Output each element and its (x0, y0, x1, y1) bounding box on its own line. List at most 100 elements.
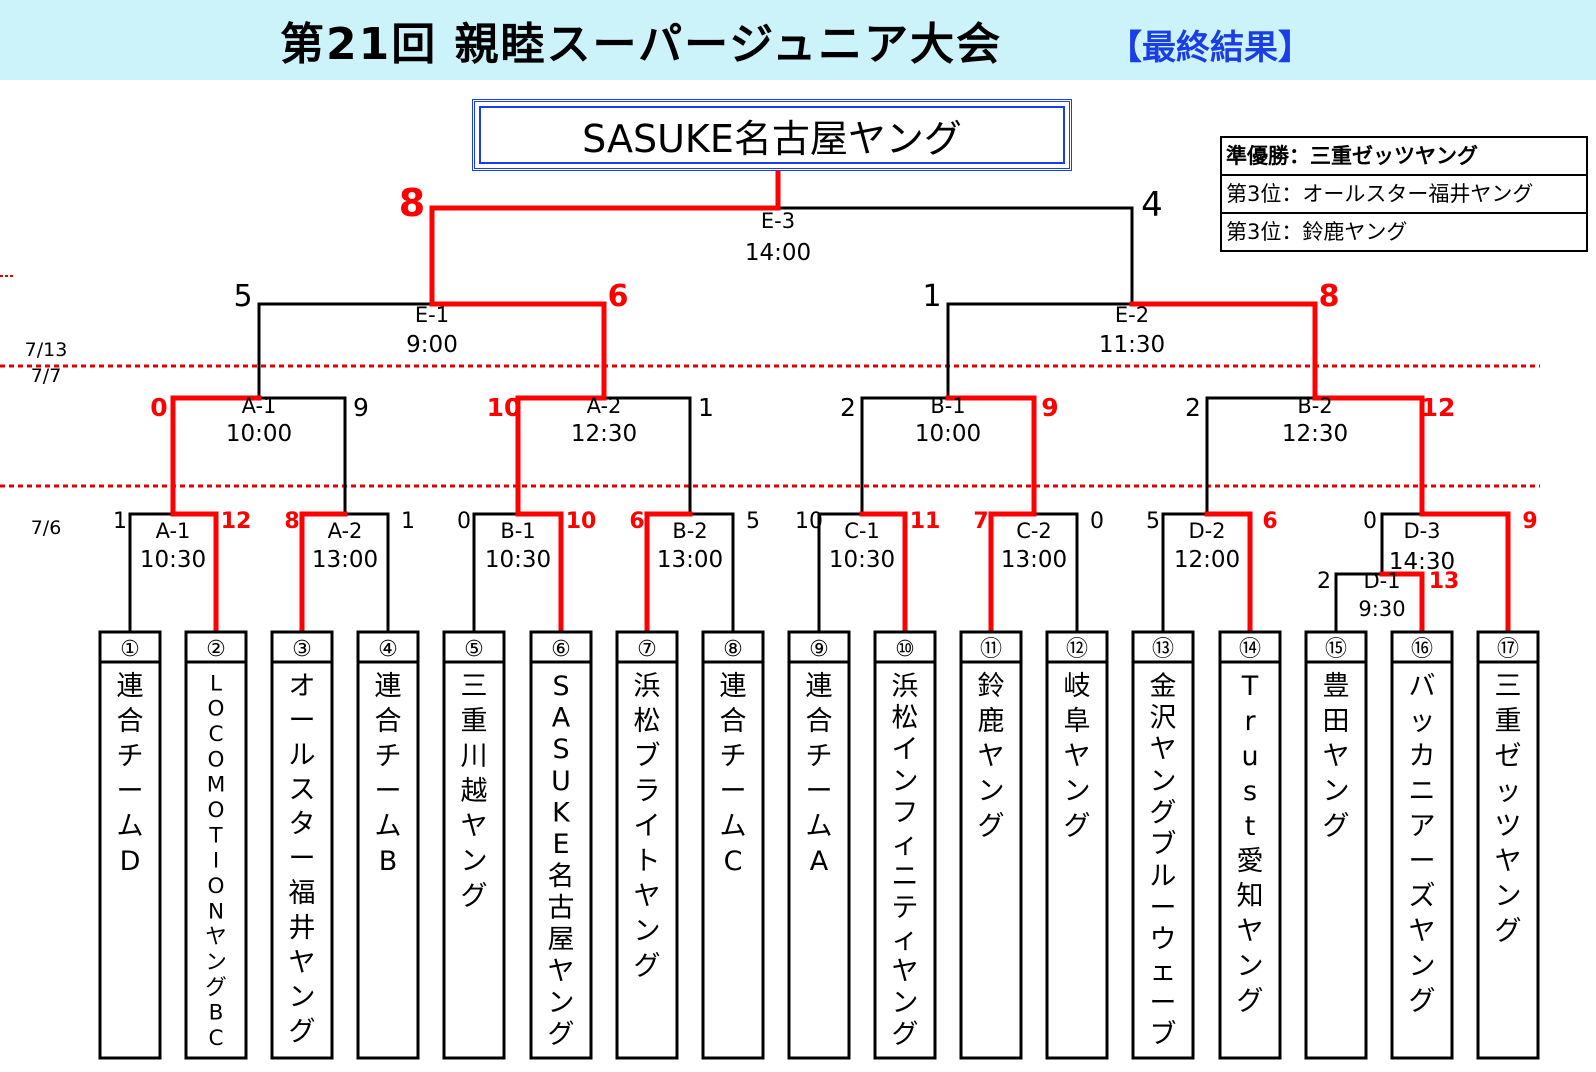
winner-path (429, 170, 781, 307)
match-id: B-2 (672, 519, 707, 543)
match-id: E-3 (761, 209, 795, 233)
score: 0 (1363, 509, 1377, 534)
team-box (356, 630, 420, 1060)
score: 11 (910, 509, 941, 534)
team-number: ⑥ (551, 637, 571, 662)
match-time: 13:00 (657, 547, 723, 573)
team-name: 金沢ヤングブルーウェーブ (1150, 671, 1177, 1050)
team-box (1218, 630, 1282, 1060)
match-id: A-1 (156, 519, 191, 543)
team-number: ⑯ (1411, 637, 1433, 662)
team-slot: ⑯ バッカニアーズヤング (1390, 630, 1454, 1060)
score: 9 (1041, 393, 1058, 422)
team-number: ⑩ (895, 637, 915, 662)
score: 6 (608, 279, 629, 314)
match-id: E-2 (1115, 303, 1149, 327)
title-banner: 第21回 親睦スーパージュニア大会 【最終結果】 (0, 0, 1596, 80)
score: 9 (353, 393, 369, 422)
match-id: E-1 (415, 303, 449, 327)
team-box (959, 630, 1023, 1060)
score: 13 (1429, 569, 1460, 594)
team-box (529, 630, 593, 1060)
score: 10 (795, 509, 823, 534)
score: 5 (233, 279, 252, 314)
score: 1 (698, 393, 714, 422)
champion-box: SASUKE名古屋ヤング (472, 99, 1072, 171)
match-time: 10:30 (140, 547, 206, 573)
team-box (873, 630, 937, 1060)
score: 2 (1185, 393, 1201, 422)
match-time: 10:00 (915, 421, 981, 447)
team-number: ⑰ (1497, 637, 1519, 662)
team-number: ⑮ (1325, 637, 1347, 662)
winner-path (515, 395, 607, 517)
match-time: 14:30 (1389, 549, 1455, 575)
team-name: 鈴鹿ヤング (978, 671, 1005, 842)
winner-path (859, 511, 908, 635)
match-time: 9:30 (1358, 597, 1405, 621)
team-number: ⑤ (464, 637, 484, 662)
team-box (1045, 630, 1109, 1060)
score: 12 (1421, 393, 1456, 422)
team-name: オールスター福井ヤング (289, 671, 316, 1047)
team-number: ② (206, 637, 226, 662)
team-name: バッカニアーズヤング (1409, 671, 1436, 1017)
match-time: 12:30 (571, 421, 637, 447)
runner-up: 準優勝：三重ゼッツヤング (1222, 138, 1586, 176)
team-box (615, 630, 679, 1060)
match-id: A-1 (242, 394, 277, 418)
winner-path (429, 301, 607, 401)
team-number: ⑫ (1066, 637, 1088, 662)
winner-path (1129, 301, 1318, 401)
match-time: 12:30 (1282, 421, 1348, 447)
score: 10 (487, 393, 522, 422)
match-id: C-2 (1016, 519, 1052, 543)
winner-path (644, 511, 693, 635)
score: 1 (401, 509, 415, 534)
match-time: 9:00 (406, 332, 458, 358)
match-id: A-2 (328, 519, 363, 543)
score: 5 (746, 509, 760, 534)
team-number: ⑨ (809, 637, 829, 662)
team-number: ⑧ (723, 637, 743, 662)
score: 0 (1090, 509, 1104, 534)
match-id: B-2 (1297, 394, 1332, 418)
match-id: D-3 (1403, 519, 1440, 543)
match-time: 14:00 (745, 240, 811, 266)
page-title: 第21回 親睦スーパージュニア大会 (280, 19, 1003, 70)
third-place-2: 第3位：鈴鹿ヤング (1226, 220, 1408, 244)
result-label: 【最終結果】 (1108, 28, 1312, 68)
score: 8 (284, 509, 299, 534)
date-label: 7/13 (25, 339, 68, 361)
match-time: 13:00 (312, 547, 378, 573)
date-label: 7/7 (31, 365, 62, 387)
team-box (701, 630, 765, 1060)
match-time: 10:30 (829, 547, 895, 573)
score: 4 (1141, 185, 1163, 225)
team-box (98, 630, 162, 1060)
match-time: 12:00 (1174, 547, 1240, 573)
score: 8 (1319, 279, 1340, 314)
team-number: ① (120, 637, 140, 662)
team-box (184, 630, 248, 1060)
winner-path (1379, 571, 1425, 635)
score: 6 (1262, 509, 1277, 534)
match-id: D-1 (1363, 569, 1400, 593)
score: 0 (457, 509, 471, 534)
